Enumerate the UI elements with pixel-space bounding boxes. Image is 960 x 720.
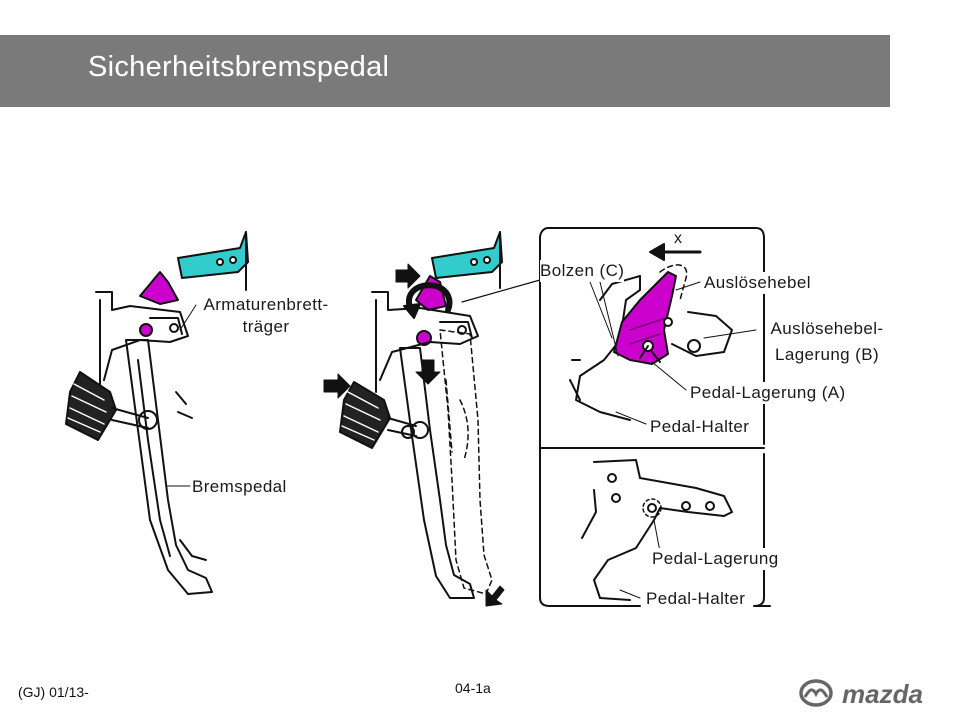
label-dashboard-support: Armaturenbrett- träger (196, 294, 336, 338)
dashboard-bracket-middle (431, 231, 503, 279)
label-pedal-bearing-a: Pedal-Lagerung (A) (690, 382, 846, 404)
pedal-bearing-marker (642, 498, 662, 518)
label-release-lever-bearing: Auslösehebel- Lagerung (B) (752, 318, 902, 366)
release-lever-detail (613, 271, 677, 365)
brake-booster-boot-left (65, 371, 117, 441)
footer-date: (GJ) 01/13- (18, 684, 89, 700)
label-pedal-holder-bottom: Pedal-Halter (646, 588, 746, 610)
title-bar: Sicherheitsbremspedal (0, 35, 890, 107)
left-pedal-assembly (65, 231, 249, 595)
label-pin-c: Bolzen (C) (540, 260, 625, 282)
release-lever-left (139, 271, 179, 305)
mazda-logo-icon: mazda (799, 679, 923, 709)
displaced-pedal-outline (439, 329, 493, 595)
arrow-down-left-icon (485, 585, 505, 607)
dashboard-bracket-left (177, 231, 249, 279)
label-pedal-holder-top: Pedal-Halter (650, 416, 750, 438)
arrow-down-icon (415, 359, 441, 385)
arrow-right-icon-2 (323, 373, 351, 399)
label-dashboard-support-line2: träger (242, 317, 290, 336)
label-release-lever-bearing-line2: Lagerung (B) (774, 345, 880, 364)
label-dashboard-support-line1: Armaturenbrett- (203, 295, 329, 314)
middle-pedal-assembly (323, 231, 505, 607)
arrow-right-icon-1 (395, 263, 421, 289)
page-title: Sicherheitsbremspedal (88, 51, 390, 83)
label-pedal-bearing: Pedal-Lagerung (652, 548, 779, 570)
detail-box (539, 227, 771, 607)
rotation-arrow-icon (406, 282, 453, 315)
label-release-lever-bearing-line1: Auslösehebel- (770, 319, 884, 338)
label-brake-pedal: Bremspedal (192, 476, 287, 498)
footer-page-number: 04-1a (455, 680, 491, 696)
mazda-wordmark: mazda (842, 679, 923, 709)
label-release-lever: Auslösehebel (704, 272, 811, 294)
label-x-axis: x (674, 230, 683, 247)
